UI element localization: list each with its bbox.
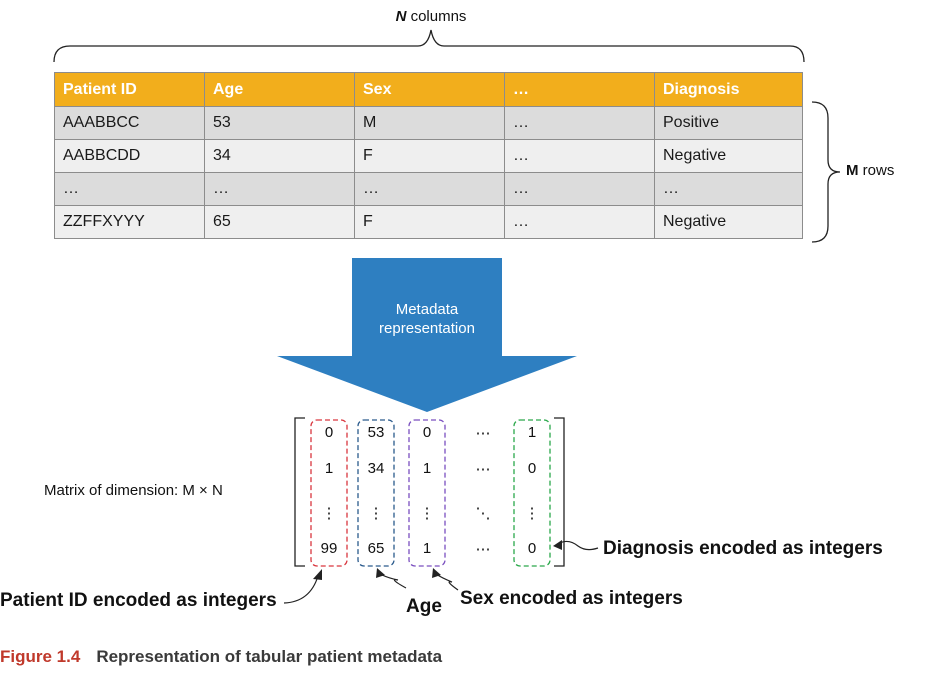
cell: … xyxy=(654,172,803,206)
rows-label: M rows xyxy=(846,162,894,179)
arrow-label-line1: Metadata xyxy=(395,301,459,318)
header-diagnosis: Diagnosis xyxy=(654,72,803,107)
patient-id-pointer-head xyxy=(313,569,322,580)
matrix-left-bracket xyxy=(294,417,305,567)
matrix-cell: ⋯ xyxy=(475,461,491,478)
header-age: Age xyxy=(204,72,355,107)
cell: 53 xyxy=(204,106,355,140)
matrix-cell: 53 xyxy=(367,424,385,441)
cell: Positive xyxy=(654,106,803,140)
patient-id-pointer xyxy=(283,575,319,604)
sex-pointer-head xyxy=(432,568,441,578)
matrix-cell: 1 xyxy=(422,540,432,557)
cell: … xyxy=(504,139,655,173)
matrix-cell: 65 xyxy=(367,540,385,557)
age-column-box xyxy=(357,419,395,567)
diagnosis-pointer-head xyxy=(553,540,562,550)
patient-table: Patient ID Age Sex … Diagnosis AAABBCC 5… xyxy=(54,72,803,239)
matrix-cell: ⋮ xyxy=(419,505,435,522)
matrix-cell: ⋯ xyxy=(475,541,491,558)
cell: ZZFFXYYY xyxy=(54,205,205,239)
matrix-right-bracket xyxy=(554,417,565,567)
table-row: ZZFFXYYY 65 F … Negative xyxy=(54,205,803,239)
matrix-cell: 0 xyxy=(422,424,432,441)
diagnosis-pointer xyxy=(557,540,599,551)
sex-column-box xyxy=(408,419,446,567)
matrix-cell: ⋮ xyxy=(368,505,384,522)
representation-arrow xyxy=(277,258,577,412)
matrix-cell: 0 xyxy=(527,540,537,557)
matrix-cell: ⋮ xyxy=(321,505,337,522)
columns-brace xyxy=(53,29,805,63)
matrix-cell: 1 xyxy=(527,424,537,441)
figure-caption: Figure 1.4 Representation of tabular pati… xyxy=(0,647,442,667)
cell: … xyxy=(354,172,505,206)
m-symbol: M xyxy=(846,162,859,179)
cell: 34 xyxy=(204,139,355,173)
matrix-cell: 34 xyxy=(367,460,385,477)
matrix-cell: 1 xyxy=(324,460,334,477)
n-symbol: N xyxy=(395,8,407,25)
cell: … xyxy=(504,106,655,140)
cell: Negative xyxy=(654,205,803,239)
sex-annotation: Sex encoded as integers xyxy=(460,588,683,609)
cell: … xyxy=(204,172,355,206)
rows-brace xyxy=(811,101,841,243)
header-ellipsis: … xyxy=(504,72,655,107)
table-header-row: Patient ID Age Sex … Diagnosis xyxy=(54,72,803,107)
age-pointer xyxy=(379,573,407,589)
columns-label: N columns xyxy=(0,8,862,25)
cell: M xyxy=(354,106,505,140)
matrix-cell: ⋯ xyxy=(475,425,491,442)
age-pointer-head xyxy=(376,568,385,578)
matrix-cell: 99 xyxy=(320,540,338,557)
diagnosis-column-box xyxy=(513,419,551,567)
arrow-label: Metadata representation xyxy=(352,300,502,338)
cell: F xyxy=(354,205,505,239)
sex-pointer xyxy=(435,573,459,591)
cell: … xyxy=(54,172,205,206)
table-row: AABBCDD 34 F … Negative xyxy=(54,139,803,173)
figure-number: Figure 1.4 xyxy=(0,647,81,666)
cell: AABBCDD xyxy=(54,139,205,173)
cell: AAABBCC xyxy=(54,106,205,140)
caption-text: Representation of tabular patient metada… xyxy=(96,647,443,666)
cell: … xyxy=(504,205,655,239)
table-row: … … … … … xyxy=(54,172,803,206)
diagnosis-annotation: Diagnosis encoded as integers xyxy=(603,538,883,559)
matrix-cell: ⋱ xyxy=(475,505,491,522)
cell: 65 xyxy=(204,205,355,239)
cell: … xyxy=(504,172,655,206)
cell: Negative xyxy=(654,139,803,173)
patient-id-annotation: Patient ID encoded as integers xyxy=(0,590,277,611)
matrix-cell: 0 xyxy=(324,424,334,441)
header-patient-id: Patient ID xyxy=(54,72,205,107)
matrix-cell: 0 xyxy=(527,460,537,477)
cell: F xyxy=(354,139,505,173)
age-annotation: Age xyxy=(406,596,442,617)
columns-text: columns xyxy=(410,8,467,25)
arrow-label-line2: representation xyxy=(379,320,475,337)
patient-id-column-box xyxy=(310,419,348,567)
matrix-label: Matrix of dimension: M × N xyxy=(44,482,223,499)
table-row: AAABBCC 53 M … Positive xyxy=(54,106,803,140)
header-sex: Sex xyxy=(354,72,505,107)
matrix-cell: 1 xyxy=(422,460,432,477)
matrix-cell: ⋮ xyxy=(524,505,540,522)
rows-text: rows xyxy=(862,162,895,179)
